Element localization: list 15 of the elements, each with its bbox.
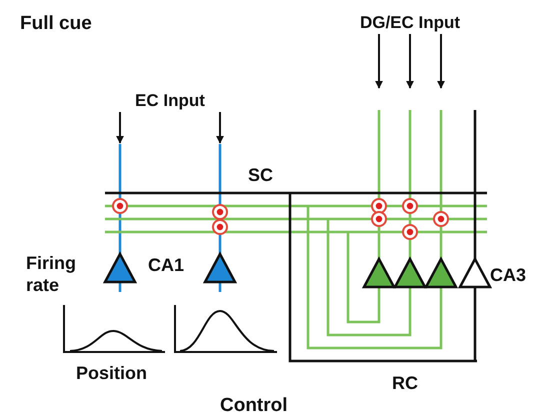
region-label: RC	[392, 372, 418, 395]
region-label: SC	[248, 164, 274, 187]
arrow	[116, 112, 124, 144]
arrow	[406, 34, 414, 89]
arrow	[216, 112, 224, 144]
region-label: CA1	[148, 254, 184, 277]
arrow	[437, 34, 445, 89]
input-label: EC Input	[110, 90, 230, 112]
region-label: CA3	[490, 264, 526, 287]
region-label: Position	[76, 362, 147, 385]
region-label: Firing rate	[26, 252, 77, 296]
title: Full cue	[20, 12, 92, 36]
caption: Control	[220, 394, 288, 418]
input-label: DG/EC Input	[335, 12, 485, 34]
arrow	[375, 34, 383, 89]
